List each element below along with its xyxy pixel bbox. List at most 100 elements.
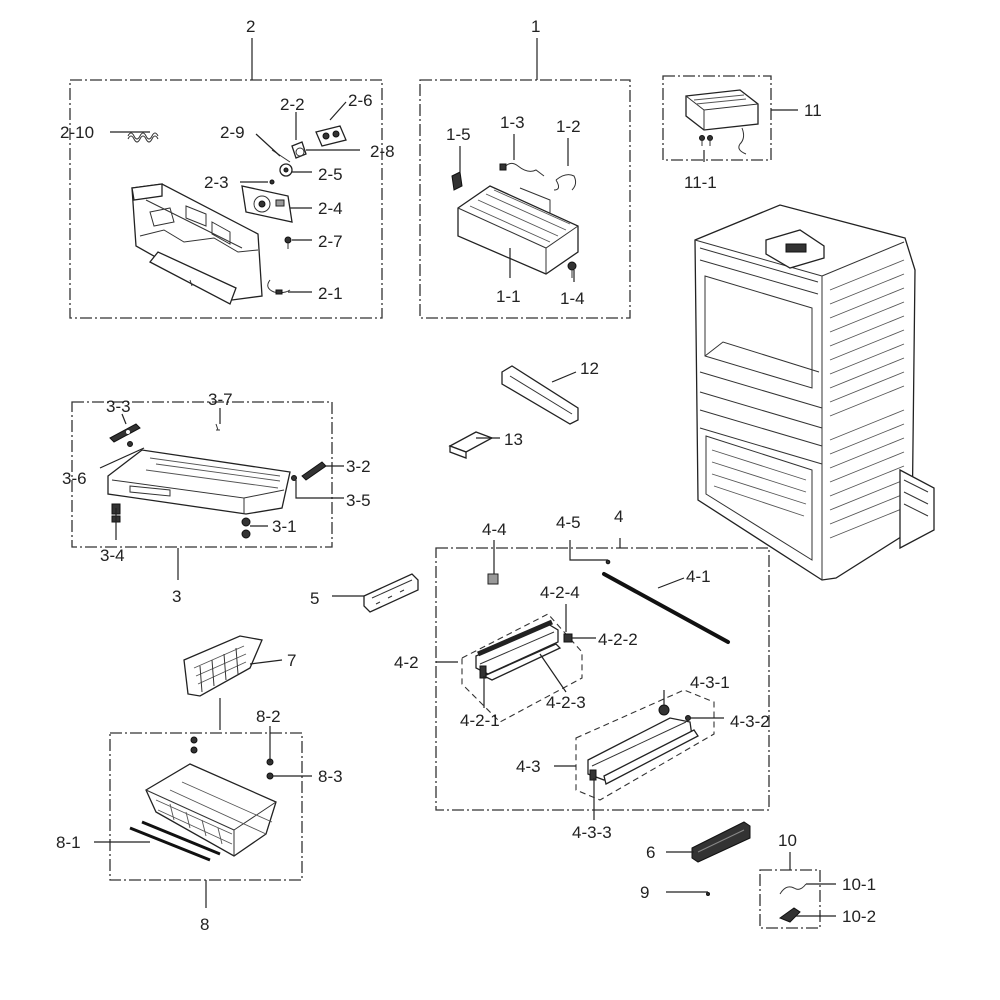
group-4-3-dashed-box	[575, 689, 715, 801]
label-13: 13	[504, 430, 523, 449]
label-1-4: 1-4	[560, 289, 585, 308]
label-4-2-1: 4-2-1	[460, 711, 500, 730]
label-8-2: 8-2	[256, 707, 281, 726]
label-4-2: 4-2	[394, 653, 419, 672]
part-13-block	[448, 431, 494, 459]
group-1-box	[419, 79, 631, 319]
part-9-pin	[706, 892, 710, 896]
part-2-5-gear	[279, 163, 293, 177]
label-3: 3	[172, 587, 181, 606]
part-3-7-clip	[215, 423, 220, 431]
part-2-3-pin	[269, 179, 275, 185]
label-4-2-4: 4-2-4	[540, 583, 580, 602]
label-11: 11	[804, 101, 822, 120]
group-3-box	[71, 401, 333, 548]
part-4-2-4-strip	[477, 619, 553, 657]
label-4-1: 4-1	[686, 567, 711, 586]
label-8-3: 8-3	[318, 767, 343, 786]
label-8-1: 8-1	[56, 833, 81, 852]
part-2-4-housing	[241, 185, 293, 223]
label-1-1: 1-1	[496, 287, 521, 306]
part-2-panel-cover	[131, 183, 263, 305]
part-3-3-rail-left	[109, 423, 141, 443]
label-4-5: 4-5	[556, 513, 581, 532]
label-10-2: 10-2	[842, 907, 876, 926]
label-4-2-2: 4-2-2	[598, 630, 638, 649]
label-4: 4	[614, 507, 623, 526]
label-2-1: 2-1	[318, 284, 343, 303]
group-4-2-dashed-box	[461, 613, 583, 723]
label-2-8: 2-8	[370, 142, 395, 161]
label-2-9: 2-9	[220, 123, 245, 142]
part-cabinet	[694, 204, 935, 581]
group-2-box	[69, 79, 383, 319]
part-1-4-fastener	[567, 261, 577, 278]
part-1-5-sensor	[451, 171, 463, 191]
part-11-motor-unit	[685, 89, 759, 155]
label-1-2: 1-2	[556, 117, 581, 136]
part-10-2-connector	[778, 907, 801, 923]
label-2-10: 2-10	[60, 123, 94, 142]
part-2-2-motor	[291, 141, 307, 159]
part-11-1-screws	[699, 135, 713, 146]
part-10-1-wire	[779, 883, 807, 895]
part-4-2-2-stopper	[563, 633, 573, 643]
part-4-1-rod	[602, 572, 730, 644]
part-4-3-3-guide	[589, 769, 597, 781]
label-1-3: 1-3	[500, 113, 525, 132]
part-2-7-screw	[284, 236, 292, 249]
part-3-6-screw	[127, 441, 133, 447]
part-4-3-rail	[587, 717, 699, 785]
label-6: 6	[646, 843, 655, 862]
label-3-2: 3-2	[346, 457, 371, 476]
label-7: 7	[287, 651, 296, 670]
part-4-4-clip	[487, 573, 499, 585]
part-6-cover	[691, 821, 751, 863]
label-8: 8	[200, 915, 209, 934]
label-10-1: 10-1	[842, 875, 876, 894]
part-4-2-1-guide	[479, 665, 487, 679]
part-1-2-wire	[553, 174, 577, 191]
leader-lines	[94, 38, 836, 917]
label-1: 1	[531, 17, 540, 36]
label-4-3-2: 4-3-2	[730, 712, 770, 731]
label-11-1: 11-1	[684, 173, 717, 192]
part-8-1-rails	[129, 820, 221, 862]
label-2: 2	[246, 17, 255, 36]
part-2-1-wire	[267, 279, 291, 295]
label-12: 12	[580, 359, 599, 378]
label-4-3-1: 4-3-1	[690, 673, 730, 692]
part-8-basket	[145, 763, 277, 857]
group-4-box	[435, 547, 770, 811]
part-5-bracket	[363, 573, 419, 613]
group-11-box	[662, 75, 772, 161]
label-2-6: 2-6	[348, 91, 373, 110]
part-3-drawer	[107, 449, 291, 515]
part-3-1-roller-right	[241, 517, 251, 539]
part-2-10-spring	[127, 132, 159, 143]
callout-labels: 2 1 11 11-1 2-10 2-2 2-6 2-9 2-8 2-3 2-5…	[56, 17, 876, 934]
label-10: 10	[778, 831, 797, 850]
part-12-handle-rail	[501, 365, 579, 425]
part-1-1-duct-assembly	[457, 185, 579, 275]
part-4-3-2-screw	[685, 715, 691, 721]
part-3-2-rail-right	[301, 461, 327, 481]
label-9: 9	[640, 883, 649, 902]
part-4-3-1-knob	[658, 704, 670, 716]
part-4-5-pin	[605, 559, 611, 565]
label-3-4: 3-4	[100, 546, 125, 565]
part-3-5-pin	[291, 475, 297, 481]
label-2-5: 2-5	[318, 165, 343, 184]
part-1-3-harness	[499, 162, 545, 177]
part-2-6-bracket	[315, 125, 347, 147]
label-3-5: 3-5	[346, 491, 371, 510]
label-3-6: 3-6	[62, 469, 87, 488]
label-2-7: 2-7	[318, 232, 343, 251]
label-3-1: 3-1	[272, 517, 297, 536]
label-2-3: 2-3	[204, 173, 229, 192]
label-4-2-3: 4-2-3	[546, 693, 586, 712]
label-2-4: 2-4	[318, 199, 343, 218]
label-4-3: 4-3	[516, 757, 541, 776]
